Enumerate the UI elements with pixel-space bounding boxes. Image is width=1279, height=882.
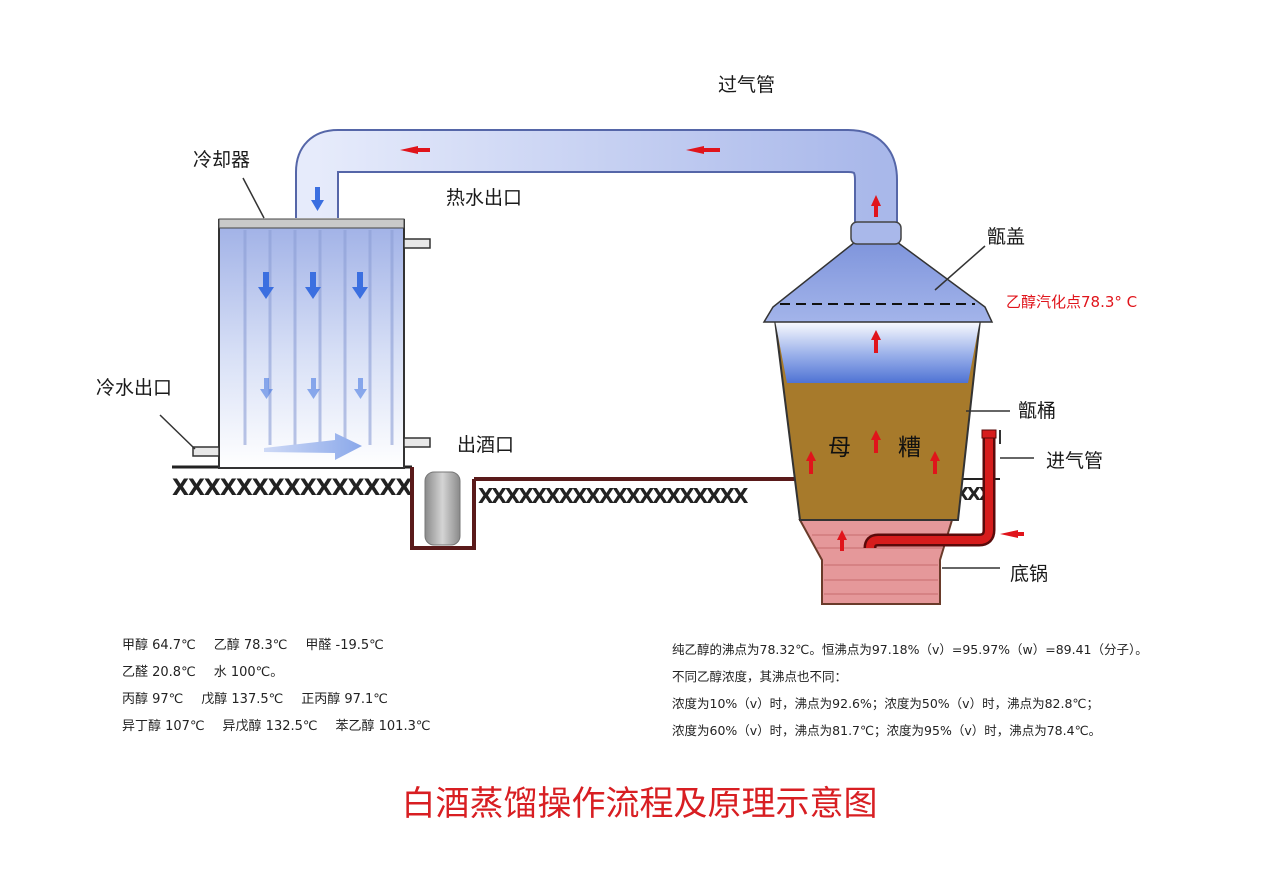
diagram-title: 白酒蒸馏操作流程及原理示意图 (401, 784, 878, 824)
boiling-point-entry: 甲醇 64.7℃ (122, 638, 196, 653)
label-mash-1: 母 (828, 435, 851, 461)
note-line: 浓度为60%（v）时，沸点为81.7℃；浓度为95%（v）时，沸点为78.4℃。 (672, 723, 1102, 738)
label-vapor-pipe: 过气管 (718, 74, 775, 96)
boiling-point-entry: 乙醇 78.3℃ (213, 638, 288, 653)
boiling-point-entry: 甲醛 -19.5℃ (305, 638, 384, 653)
svg-text:XXXXXXXXXXXXXXX: XXXXXXXXXXXXXXX (172, 476, 412, 501)
still (762, 221, 1034, 605)
boiling-point-entry: 水 100℃。 (213, 665, 284, 680)
label-still-barrel: 甑桶 (1018, 400, 1056, 422)
svg-text:XXXXXXXXXXXXXXXXXXXX: XXXXXXXXXXXXXXXXXXXX (478, 484, 749, 508)
boiling-point-entry: 丙醇 97℃ (122, 692, 184, 707)
boiling-point-entry: 异丁醇 107℃ (122, 719, 205, 734)
boiling-point-entry: 戊醇 137.5℃ (201, 692, 284, 707)
cooler (192, 218, 431, 469)
label-liquor-outlet: 出酒口 (457, 434, 514, 456)
boiling-point-row: 异丁醇 107℃ 异戊醇 132.5℃ 苯乙醇 101.3℃ (122, 713, 448, 740)
boiling-point-row: 甲醇 64.7℃ 乙醇 78.3℃ 甲醛 -19.5℃ (122, 632, 448, 659)
vapor-flow-arrows (400, 146, 1024, 551)
boiling-point-entry: 乙醛 20.8℃ (122, 665, 196, 680)
label-bottom-pot: 底锅 (1010, 563, 1048, 585)
label-cold-water-outlet: 冷水出口 (96, 377, 172, 399)
note-line: 不同乙醇浓度，其沸点也不同： (672, 669, 848, 684)
boiling-point-entry: 正丙醇 97.1℃ (301, 692, 388, 707)
label-still-lid: 甑盖 (987, 226, 1025, 248)
label-cooler: 冷却器 (193, 149, 250, 171)
condensation-arrows (258, 187, 368, 399)
label-vaporization-point: 乙醇汽化点78.3° C (1006, 293, 1137, 311)
collection-bottle (424, 471, 461, 546)
boiling-point-row: 乙醛 20.8℃ 水 100℃。 (122, 659, 448, 686)
vapor-pipe (295, 129, 898, 222)
boiling-point-notes: 纯乙醇的沸点为78.32℃。恒沸点为97.18%（v）=95.97%（w）=89… (672, 636, 1148, 744)
label-hot-water-outlet: 热水出口 (446, 187, 522, 209)
note-line: 纯乙醇的沸点为78.32℃。恒沸点为97.18%（v）=95.97%（w）=89… (672, 642, 1148, 657)
note-line: 浓度为10%（v）时，沸点为92.6%；浓度为50%（v）时，沸点为82.8℃； (672, 696, 1099, 711)
boiling-point-row: 丙醇 97℃ 戊醇 137.5℃ 正丙醇 97.1℃ (122, 686, 448, 713)
label-steam-inlet: 进气管 (1046, 450, 1103, 472)
boiling-point-table: 甲醇 64.7℃ 乙醇 78.3℃ 甲醛 -19.5℃ 乙醛 20.8℃ 水 100℃。… (122, 632, 448, 740)
boiling-point-entry: 苯乙醇 101.3℃ (335, 719, 431, 734)
boiling-point-entry: 异戊醇 132.5℃ (222, 719, 318, 734)
ground: XXXXXXXXXXXXXXX XXXXXXXXXXXXXXXXXXXX XXX (172, 465, 1000, 550)
label-mash-2: 糟 (898, 435, 921, 461)
